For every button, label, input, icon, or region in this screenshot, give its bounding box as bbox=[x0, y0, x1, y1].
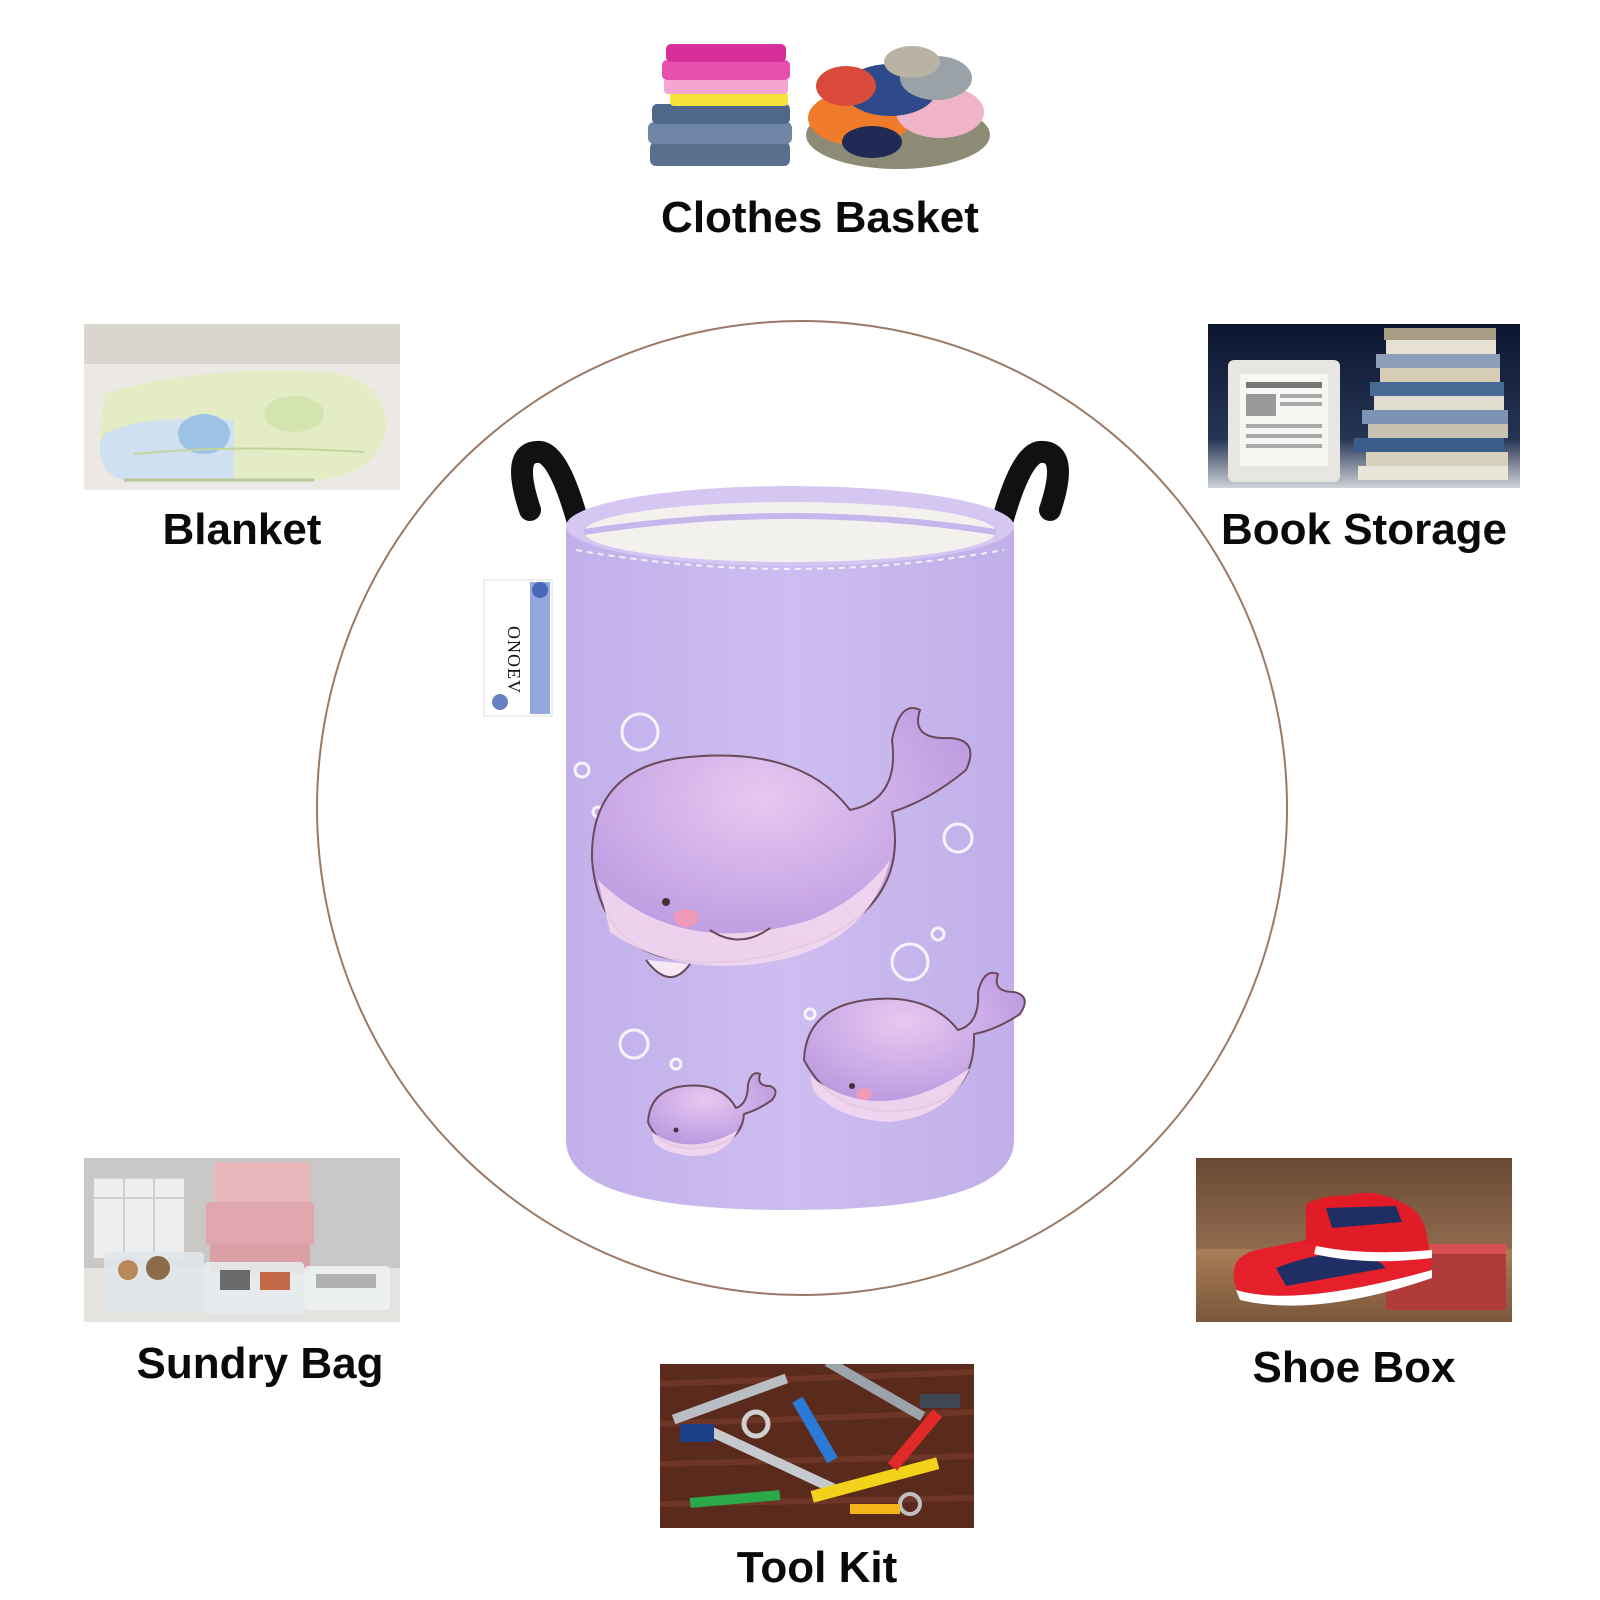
folded-clothes-photo bbox=[640, 30, 1000, 175]
tag-brand-text: ONOEV bbox=[504, 626, 524, 694]
use-label-clothes: Clothes Basket bbox=[661, 193, 979, 242]
hang-tag bbox=[483, 549, 553, 717]
storage-bins-photo bbox=[84, 1158, 400, 1322]
sneakers-photo bbox=[1196, 1158, 1512, 1322]
use-label-tools: Tool Kit bbox=[736, 1543, 898, 1592]
use-label-sundry: Sundry Bag bbox=[136, 1339, 384, 1388]
circle-frame bbox=[316, 320, 1288, 1296]
use-label-books: Book Storage bbox=[1220, 505, 1508, 554]
small-whale-icon bbox=[646, 1072, 777, 1156]
tools-photo bbox=[660, 1364, 974, 1528]
laundry-basket-illustration: ONOEV bbox=[480, 440, 1100, 1240]
use-label-blanket: Blanket bbox=[162, 505, 322, 554]
use-label-shoes: Shoe Box bbox=[1252, 1343, 1456, 1392]
large-whale-icon bbox=[590, 707, 972, 979]
folded-blanket-photo bbox=[84, 324, 400, 490]
book-stack-photo bbox=[1208, 324, 1520, 488]
medium-whale-icon bbox=[802, 971, 1026, 1122]
